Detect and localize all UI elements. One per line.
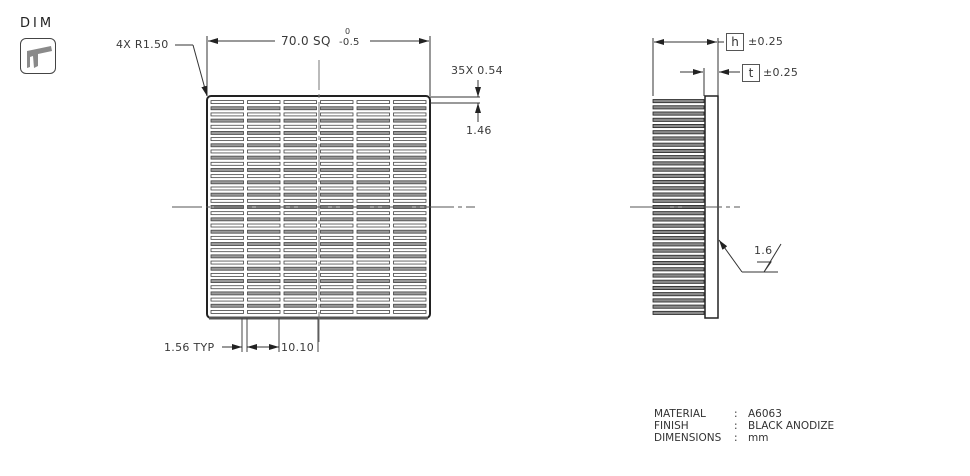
dim-badge-title: DIM (19, 16, 55, 31)
front-view (172, 36, 481, 352)
overall-width-dim: 70.0 SQ (281, 34, 331, 48)
tolerance-upper: 0 (345, 27, 351, 36)
dim-badge: DIM (14, 16, 60, 74)
note-material: MATERIAL : A6063 (654, 408, 782, 420)
surface-finish-value: 1.6 (754, 244, 773, 257)
corner-radius-dim: 4X R1.50 (116, 38, 169, 51)
h-dimension-box: h (726, 33, 744, 51)
note-dimensions: DIMENSIONS : mm (654, 432, 769, 444)
column-pitch-dim: 10.10 (281, 341, 314, 354)
h-tolerance: ±0.25 (748, 35, 784, 48)
t-tolerance: ±0.25 (763, 66, 799, 79)
fin-count-thickness-dim: 35X 0.54 (451, 64, 503, 77)
side-view (630, 38, 782, 319)
note-finish: FINISH : BLACK ANODIZE (654, 420, 835, 432)
slot-width-dim: 1.56 TYP (164, 341, 215, 354)
caliper-icon (20, 38, 56, 74)
fin-pitch-dim: 1.46 (466, 124, 492, 137)
t-dimension-box: t (742, 64, 760, 82)
material-notes: MATERIAL : A6063 FINISH : BLACK ANODIZE … (654, 408, 834, 444)
tolerance-lower: -0.5 (339, 37, 360, 48)
